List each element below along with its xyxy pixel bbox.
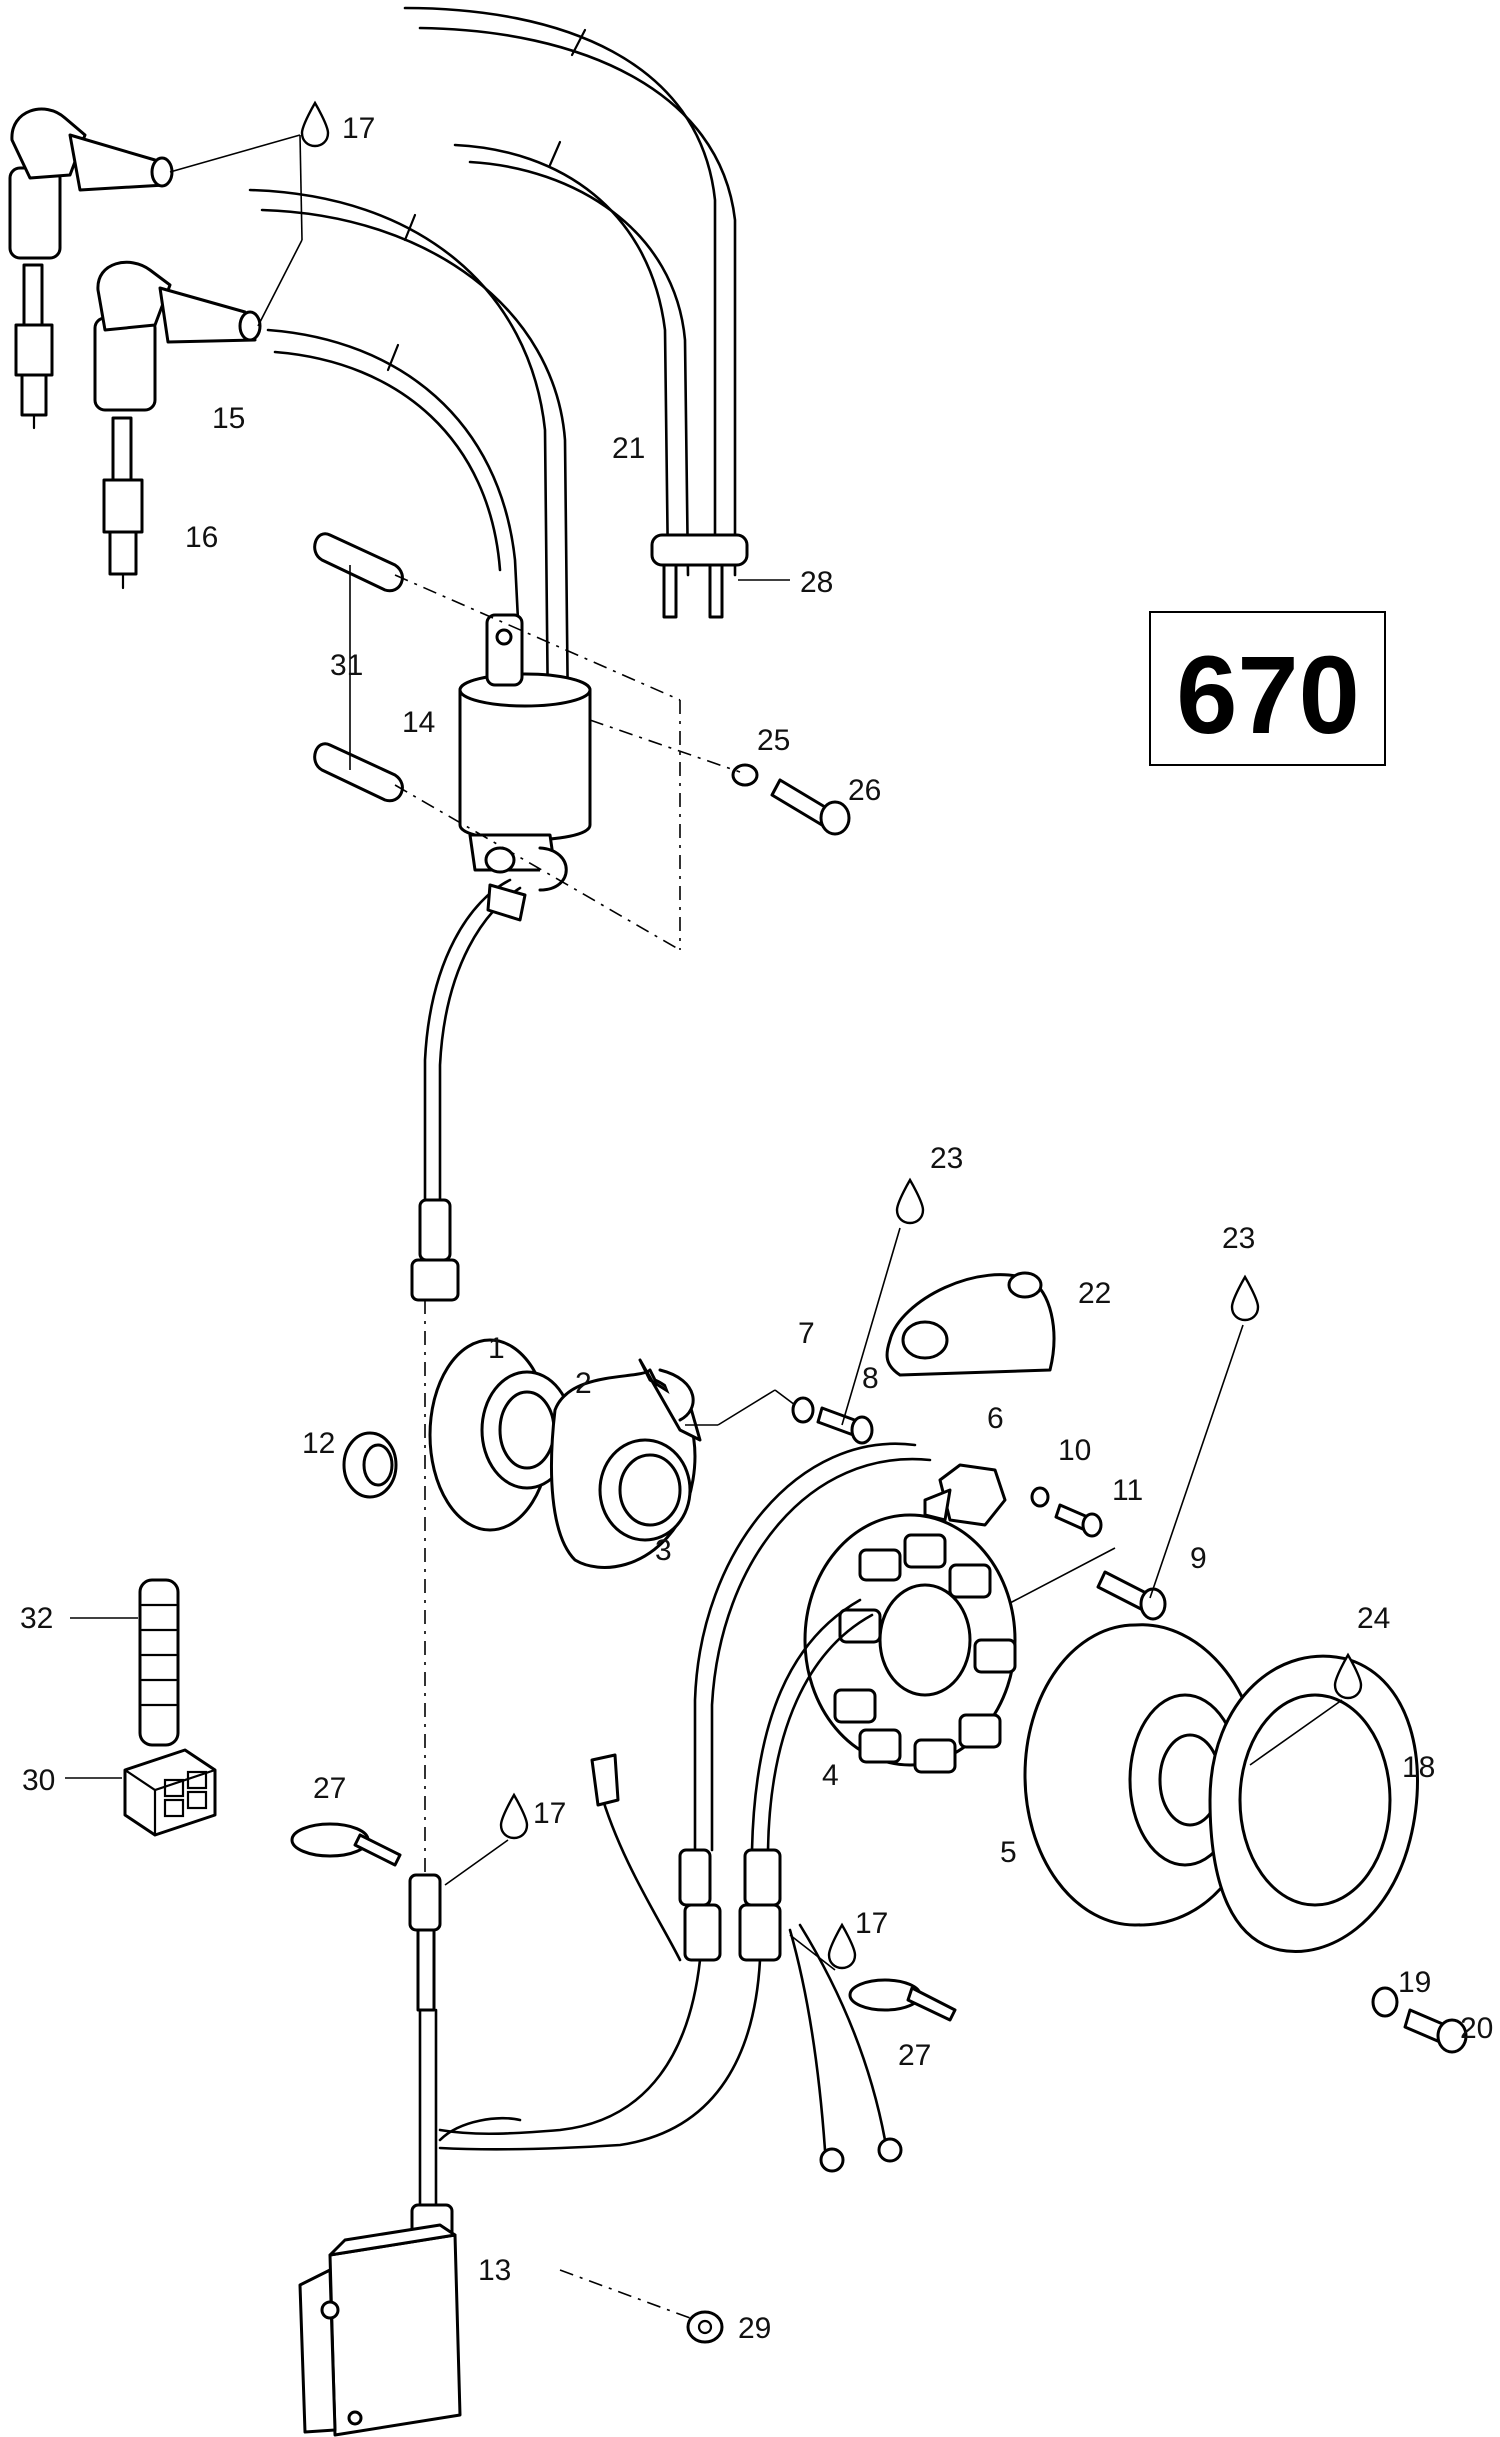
callout-3: 3 bbox=[655, 1534, 672, 1567]
callout-25: 25 bbox=[757, 724, 790, 757]
callout-16: 16 bbox=[185, 521, 218, 554]
drop-icon bbox=[1230, 1274, 1260, 1322]
callout-13: 13 bbox=[478, 2254, 511, 2287]
trigger-coil bbox=[923, 1463, 1007, 1527]
trigger-screw bbox=[1054, 1503, 1103, 1538]
callout-20: 20 bbox=[1460, 2012, 1493, 2045]
callout-32: 32 bbox=[20, 1602, 53, 1635]
callout-30: 30 bbox=[22, 1764, 55, 1797]
callout-8: 8 bbox=[862, 1362, 879, 1395]
callout-17-left: 17 bbox=[533, 1797, 566, 1830]
drop-icon bbox=[1333, 1652, 1363, 1700]
tie-rap-right bbox=[848, 1978, 957, 2022]
callout-26: 26 bbox=[848, 774, 881, 807]
coil-screw bbox=[770, 778, 851, 836]
drop-icon bbox=[499, 1792, 529, 1840]
callout-24: 24 bbox=[1357, 1602, 1390, 1635]
model-badge-label: 670 bbox=[1176, 634, 1360, 757]
leader-lines bbox=[65, 134, 1343, 2319]
callout-9: 9 bbox=[1190, 1542, 1207, 1575]
callout-17-right: 17 bbox=[855, 1907, 888, 1940]
stator-support bbox=[550, 1358, 702, 1569]
connector-housing bbox=[123, 1748, 217, 1837]
callout-15: 15 bbox=[212, 402, 245, 435]
flywheel-washer bbox=[1371, 1986, 1399, 2018]
cdi-module bbox=[298, 2223, 462, 2437]
callout-12: 12 bbox=[302, 1427, 335, 1460]
stator bbox=[803, 1513, 1017, 1774]
callout-27-right: 27 bbox=[898, 2039, 931, 2072]
callout-14: 14 bbox=[402, 706, 435, 739]
callout-2: 2 bbox=[575, 1367, 592, 1400]
cable-clamp bbox=[650, 533, 749, 619]
trigger-washer bbox=[1030, 1486, 1050, 1508]
coil-sleeves bbox=[313, 532, 404, 803]
callout-19: 19 bbox=[1398, 1966, 1431, 1999]
tie-rap-left bbox=[290, 1822, 402, 1867]
flywheel-ring bbox=[1208, 1654, 1419, 1953]
spark-plug-lower bbox=[102, 416, 144, 590]
callout-17-top: 17 bbox=[342, 112, 375, 145]
trigger-coil-cover bbox=[885, 1271, 1056, 1377]
cover-washer bbox=[791, 1396, 815, 1424]
model-badge-frame bbox=[1149, 611, 1386, 766]
magneto-harness bbox=[438, 1442, 932, 2173]
high-tension-cables bbox=[248, 6, 737, 722]
ignition-coil bbox=[458, 613, 592, 892]
callout-5: 5 bbox=[1000, 1836, 1017, 1869]
spark-plug-upper bbox=[14, 263, 54, 430]
stator-screw bbox=[1096, 1570, 1167, 1621]
callout-27-left: 27 bbox=[313, 1772, 346, 1805]
callout-7: 7 bbox=[798, 1317, 815, 1350]
cdi-harness bbox=[408, 1873, 522, 2252]
callout-11: 11 bbox=[1112, 1474, 1143, 1507]
callout-21: 21 bbox=[612, 432, 645, 465]
callout-29: 29 bbox=[738, 2312, 771, 2345]
drop-icon bbox=[895, 1177, 925, 1225]
callout-31: 31 bbox=[330, 649, 363, 682]
drop-icon bbox=[827, 1922, 857, 1970]
callout-18: 18 bbox=[1402, 1751, 1435, 1784]
protective-sleeve bbox=[138, 1578, 180, 1747]
callouts: 1 2 3 4 5 6 7 8 9 10 11 12 13 14 15 16 1… bbox=[20, 112, 1493, 2345]
spark-plug-cap-lower bbox=[93, 260, 262, 412]
callout-23-right: 23 bbox=[1222, 1222, 1255, 1255]
callout-6: 6 bbox=[987, 1402, 1004, 1435]
callout-23-left: 23 bbox=[930, 1142, 963, 1175]
cdi-nut bbox=[686, 2310, 724, 2344]
callout-10: 10 bbox=[1058, 1434, 1091, 1467]
coil-washer bbox=[731, 763, 759, 787]
grommet bbox=[342, 1431, 398, 1499]
spark-plug-cap-upper bbox=[8, 107, 174, 260]
model-badge: 670 bbox=[1149, 611, 1386, 766]
callout-1: 1 bbox=[488, 1332, 505, 1365]
callout-22: 22 bbox=[1078, 1277, 1111, 1310]
cover-screw bbox=[816, 1406, 874, 1445]
flywheel-screw bbox=[1403, 2008, 1468, 2054]
callout-4: 4 bbox=[822, 1759, 839, 1792]
callout-28: 28 bbox=[800, 566, 833, 599]
coil-harness bbox=[410, 878, 527, 1302]
drop-icon bbox=[300, 100, 330, 148]
